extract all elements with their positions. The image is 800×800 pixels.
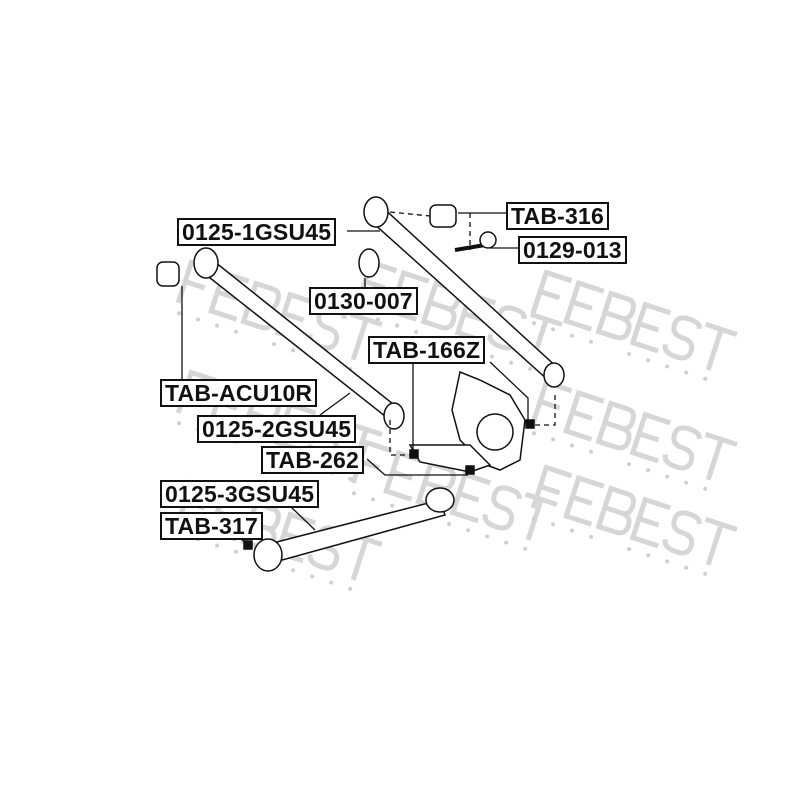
lower-arm (263, 499, 446, 563)
label-tab-166z: TAB-166Z (368, 336, 486, 364)
label-tab-acu10r: TAB-ACU10R (160, 379, 318, 407)
label-0125-2gsu45: 0125-2GSU45 (197, 415, 357, 443)
label-tab-316: TAB-316 (506, 202, 609, 230)
parts (156, 196, 565, 572)
bolt-0129-013 (454, 243, 486, 252)
watermark-logo (530, 468, 735, 581)
label-tab-262: TAB-262 (261, 446, 364, 474)
cam-washer-0130-007 (358, 248, 380, 278)
bushing-tab-acu10r (156, 261, 180, 287)
watermark-logo (530, 383, 735, 496)
leader-lines (181, 211, 556, 546)
arm-bushing-eye (363, 196, 389, 228)
label-0129-013: 0129-013 (518, 236, 627, 264)
label-tab-317: TAB-317 (160, 512, 263, 540)
bushing-tab-316 (429, 204, 457, 228)
label-0125-3gsu45: 0125-3GSU45 (160, 480, 320, 508)
label-0130-007: 0130-007 (309, 287, 418, 315)
label-0125-1gsu45: 0125-1GSU45 (177, 218, 337, 246)
